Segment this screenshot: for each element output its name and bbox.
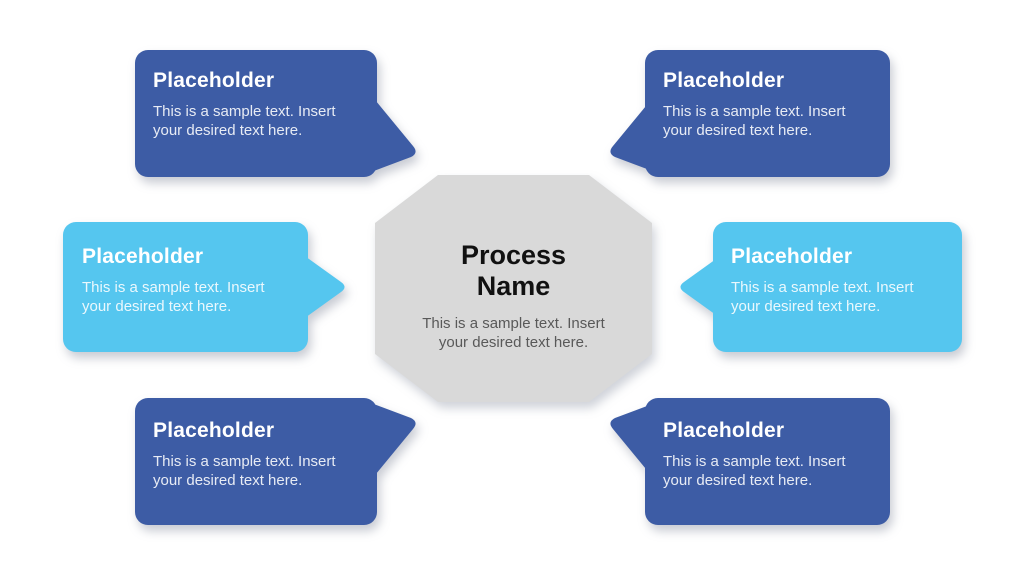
callout-box xyxy=(713,222,962,352)
callout-top-right[interactable]: Placeholder This is a sample text. Inser… xyxy=(603,48,891,180)
callout-bottom-right-shape xyxy=(610,398,890,525)
callout-top-left-shape xyxy=(135,50,416,177)
octagon-polygon xyxy=(375,175,652,402)
callout-box xyxy=(645,398,890,525)
callout-top-right-shape xyxy=(610,50,890,177)
callout-title: Placeholder xyxy=(153,419,275,442)
callout-pointer xyxy=(302,254,345,320)
center-octagon[interactable]: Process Name This is a sample text. Inse… xyxy=(375,175,652,402)
callout-body-text: This is a sample text. Insert your desir… xyxy=(153,453,336,489)
callout-body-text: This is a sample text. Insert your desir… xyxy=(663,453,846,489)
callout-top-left[interactable]: Placeholder This is a sample text. Inser… xyxy=(135,48,423,180)
callout-box xyxy=(135,50,377,177)
callout-body-text: This is a sample text. Insert your desir… xyxy=(82,279,265,315)
callout-title: Placeholder xyxy=(663,69,785,92)
callout-bottom-left[interactable]: Placeholder This is a sample text. Inser… xyxy=(135,395,423,527)
callout-middle-left-shape xyxy=(63,222,345,352)
callout-pointer xyxy=(371,95,416,172)
callout-title: Placeholder xyxy=(153,69,275,92)
octagon-shape xyxy=(375,175,652,402)
callout-bottom-left-shape xyxy=(135,398,416,525)
callout-title: Placeholder xyxy=(663,419,785,442)
callout-middle-right-shape xyxy=(680,222,962,352)
callout-bottom-right[interactable]: Placeholder This is a sample text. Inser… xyxy=(603,395,891,527)
callout-title: Placeholder xyxy=(82,245,204,268)
callout-body-text: This is a sample text. Insert your desir… xyxy=(663,103,846,139)
callout-pointer xyxy=(371,403,416,480)
process-name-title: Process Name xyxy=(460,239,567,301)
callout-box xyxy=(63,222,308,352)
callout-pointer xyxy=(610,95,655,172)
process-name-body-text: This is a sample text. Insert your desir… xyxy=(422,314,605,351)
callout-body-text: This is a sample text. Insert your desir… xyxy=(153,103,336,139)
callout-box xyxy=(135,398,377,525)
callout-pointer xyxy=(680,254,723,320)
callout-body-text: This is a sample text. Insert your desir… xyxy=(731,279,914,315)
callout-middle-right[interactable]: Placeholder This is a sample text. Inser… xyxy=(673,222,963,352)
callout-box xyxy=(645,50,890,177)
callout-title: Placeholder xyxy=(731,245,853,268)
callout-middle-left[interactable]: Placeholder This is a sample text. Inser… xyxy=(63,222,351,352)
callout-pointer xyxy=(610,403,655,480)
